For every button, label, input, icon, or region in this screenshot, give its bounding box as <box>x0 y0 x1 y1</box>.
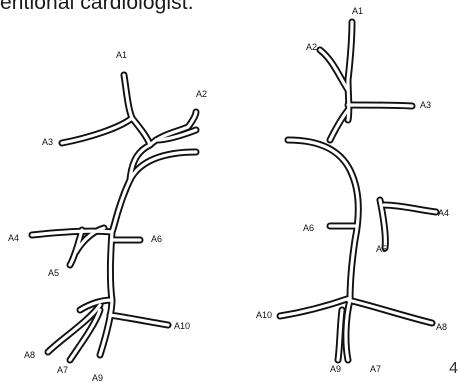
left-label-a9: A9 <box>92 373 103 383</box>
right-label-a8: A8 <box>436 322 447 332</box>
left-label-a4: A4 <box>8 233 19 243</box>
right-label-a9: A9 <box>330 364 341 374</box>
right-label-a1: A1 <box>352 6 363 16</box>
left-label-a1: A1 <box>116 50 127 60</box>
right-label-a3: A3 <box>420 100 431 110</box>
left-vessel-tree: A1 A2 A3 A4 A5 A6 A8 A7 A9 A10 <box>8 50 207 383</box>
left-label-a8: A8 <box>24 350 35 360</box>
right-label-a2: A2 <box>306 42 317 52</box>
left-label-a2: A2 <box>196 89 207 99</box>
left-label-a3: A3 <box>42 137 53 147</box>
left-label-a6: A6 <box>151 234 162 244</box>
right-label-a6: A6 <box>303 223 314 233</box>
left-label-a7: A7 <box>57 365 68 375</box>
right-label-a5: A5 <box>376 244 387 254</box>
left-label-a5: A5 <box>48 268 59 278</box>
right-label-a4: A4 <box>438 208 449 218</box>
right-label-a10: A10 <box>256 310 272 320</box>
left-vessel-outline <box>32 75 196 360</box>
right-vessel-tree: A1 A2 A3 A4 A5 A6 A10 A9 A7 A8 <box>256 6 449 374</box>
right-label-a7: A7 <box>370 364 381 374</box>
left-label-a10: A10 <box>174 321 190 331</box>
